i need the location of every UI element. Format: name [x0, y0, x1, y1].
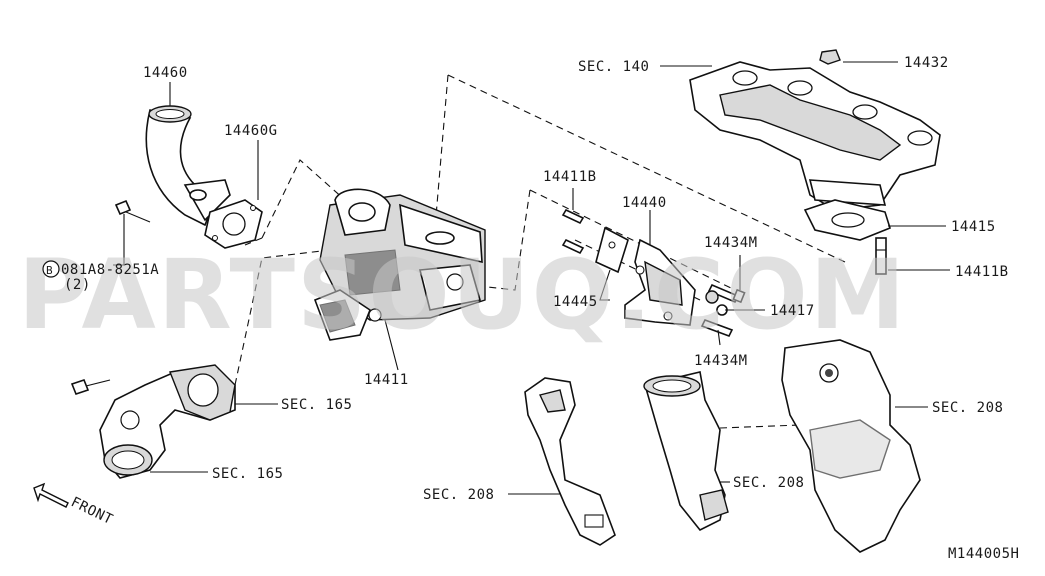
pipe-14460[interactable] [145, 105, 231, 227]
exhaust-manifold-sec140[interactable] [689, 61, 941, 211]
label-14434m-top[interactable]: 14434M [704, 235, 758, 251]
front-label: FRONT [68, 494, 115, 528]
label-bolt-code[interactable]: 081A8-8251A [61, 262, 159, 278]
label-14411[interactable]: 14411 [364, 372, 409, 388]
label-14460g[interactable]: 14460G [224, 123, 278, 139]
label-14415[interactable]: 14415 [951, 219, 996, 235]
bolt-symbol-circle [42, 260, 60, 278]
label-14434m-bottom[interactable]: 14434M [694, 353, 748, 369]
bolt-14434m-lower[interactable] [700, 319, 734, 337]
figure-code: M144005H [948, 546, 1019, 562]
label-14432[interactable]: 14432 [904, 55, 949, 71]
label-14460[interactable]: 14460 [143, 65, 188, 81]
front-direction-arrow: FRONT [33, 482, 115, 528]
label-14445[interactable]: 14445 [553, 294, 598, 310]
nut-14432[interactable] [819, 49, 841, 65]
watermark-text: PARTSOUQ.COM [18, 239, 907, 351]
inlet-pipe-sec165[interactable] [70, 364, 236, 479]
turbocharger-14411[interactable] [313, 188, 486, 341]
catalytic-converter-sec208[interactable] [643, 371, 729, 532]
gasket-14460g[interactable] [204, 199, 263, 249]
label-sec165-a[interactable]: SEC. 165 [281, 397, 352, 413]
label-14417[interactable]: 14417 [770, 303, 815, 319]
heat-shield-right-sec208[interactable] [781, 339, 921, 553]
label-14411b-top[interactable]: 14411B [543, 169, 597, 185]
bracket-14440[interactable] [624, 238, 696, 326]
bolt-14434m-upper[interactable] [707, 283, 746, 304]
gasket-14415[interactable] [803, 199, 891, 241]
label-bolt-qty: (2) [64, 277, 91, 293]
callout-labels: 14460 14460G B 081A8-8251A (2) 14411 144… [42, 55, 1019, 562]
label-sec140[interactable]: SEC. 140 [578, 59, 649, 75]
label-sec208-right[interactable]: SEC. 208 [932, 400, 1003, 416]
label-14440[interactable]: 14440 [622, 195, 667, 211]
label-sec165-b[interactable]: SEC. 165 [212, 466, 283, 482]
label-sec208-left[interactable]: SEC. 208 [423, 487, 494, 503]
bolt-symbol: B [46, 264, 53, 277]
heat-shield-left-sec208[interactable] [524, 377, 616, 546]
support-14445[interactable] [595, 226, 629, 274]
label-sec208-mid[interactable]: SEC. 208 [733, 475, 804, 491]
stud-14411b-upper[interactable] [561, 208, 585, 255]
leader-lines [113, 61, 950, 495]
stud-14411b-lower[interactable] [875, 237, 887, 275]
label-14411b-right[interactable]: 14411B [955, 264, 1009, 280]
bolt-081a8-8251a[interactable] [114, 199, 151, 223]
